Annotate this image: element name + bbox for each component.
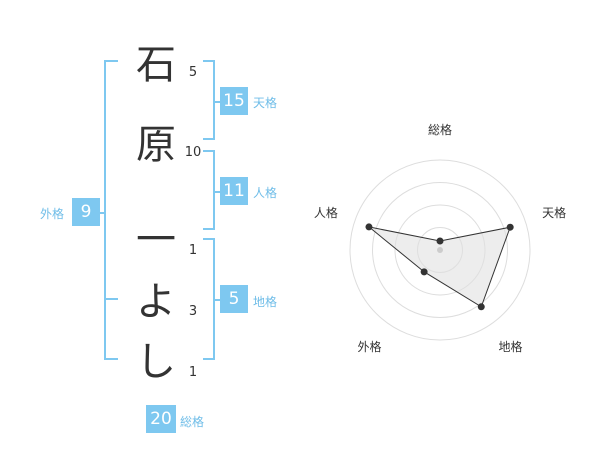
radar-axis-label-3: 地格: [499, 339, 523, 354]
radar-point-2: [506, 223, 514, 231]
radar-point-4: [420, 268, 428, 276]
tenkaku-bracket-tick: [213, 101, 221, 103]
chikaku-value-badge: 5: [220, 285, 248, 313]
soukaku-label: 総格: [180, 415, 205, 429]
radar-series-area: [368, 226, 511, 308]
stroke-count-3: 1: [188, 243, 198, 258]
tenkaku-label: 天格: [253, 96, 278, 110]
jinkaku-bracket: [203, 150, 215, 230]
name-char-4: よ: [136, 279, 176, 325]
gaikaku-bracket-tick: [96, 212, 106, 214]
radar-axis-label-1: 総格: [428, 122, 452, 137]
jinkaku-label: 人格: [253, 186, 278, 200]
chikaku-bracket-tick: [213, 299, 221, 301]
stroke-count-4: 3: [188, 304, 198, 319]
radar-ring: [349, 159, 531, 341]
tenkaku-bracket: [203, 60, 215, 140]
radar-axis-label-2: 天格: [542, 205, 566, 220]
radar-point-3: [477, 303, 485, 311]
radar-point-5: [365, 223, 373, 231]
radar-point-1: [436, 237, 444, 245]
name-char-2: 原: [136, 122, 176, 168]
chikaku-label: 地格: [253, 295, 278, 309]
gaikaku-bracket: [104, 60, 118, 360]
radar-axis-label-4: 外格: [357, 339, 381, 354]
jinkaku-bracket-tick: [213, 191, 221, 193]
stroke-count-5: 1: [188, 365, 198, 380]
radar-ring: [372, 182, 508, 318]
soukaku-value-badge: 20: [146, 405, 176, 433]
radar-center-dot: [437, 247, 443, 253]
gaikaku-bracket-split: [104, 298, 118, 300]
tenkaku-value-badge: 15: [220, 87, 248, 115]
jinkaku-value-badge: 11: [220, 177, 248, 205]
gaikaku-label: 外格: [40, 207, 65, 221]
stroke-count-1: 5: [188, 65, 198, 80]
name-char-5: し: [136, 339, 176, 385]
name-char-3: 一: [136, 217, 176, 263]
stroke-count-2: 10: [184, 145, 202, 160]
radar-axis-label-5: 人格: [314, 205, 338, 220]
gaikaku-value-badge: 9: [72, 198, 100, 226]
name-char-1: 石: [136, 42, 176, 88]
